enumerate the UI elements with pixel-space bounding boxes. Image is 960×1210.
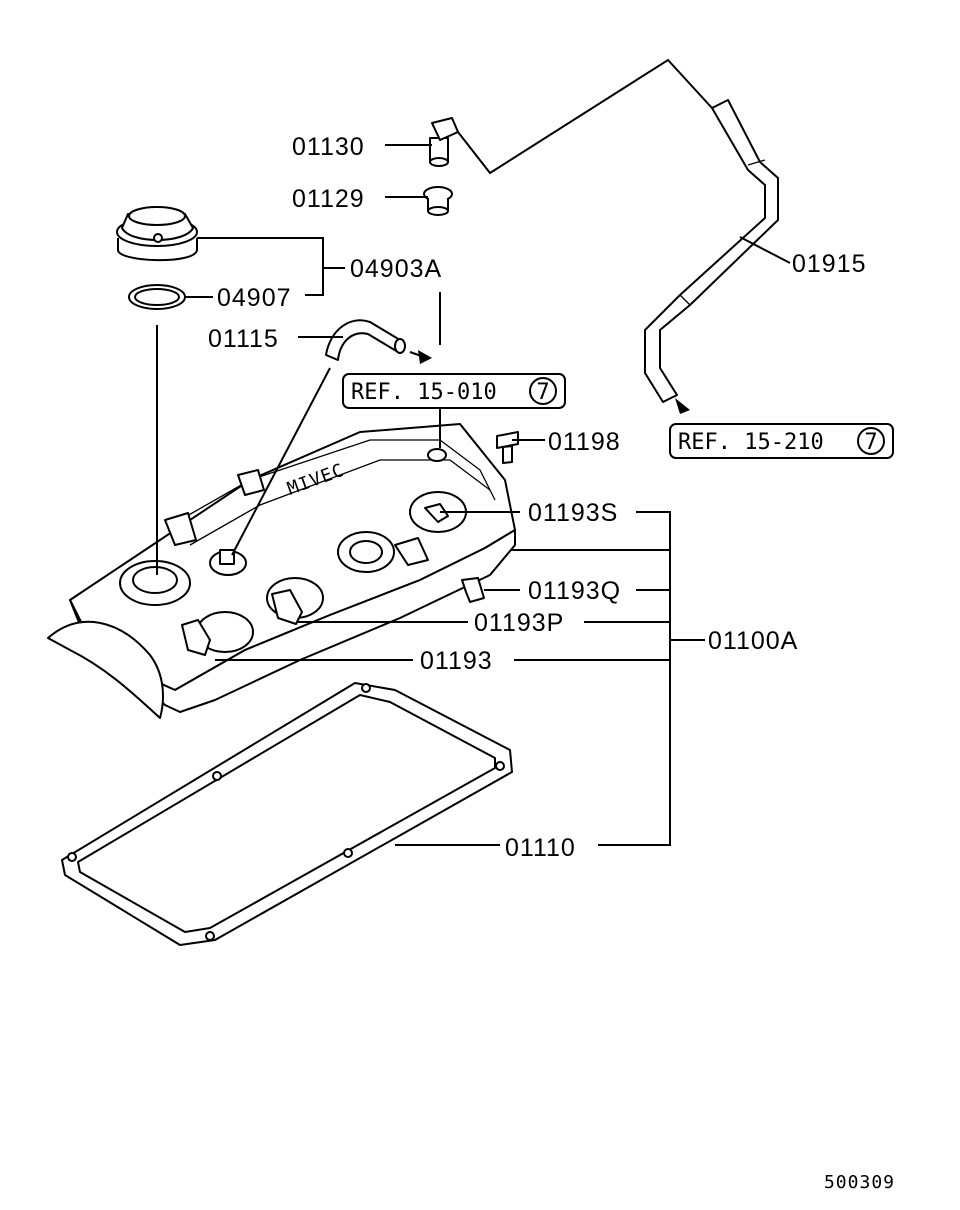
- ventilation-hose: [644, 99, 779, 403]
- bolt: [496, 431, 519, 464]
- label-01193: 01193: [420, 647, 493, 675]
- breather-hose: [325, 319, 406, 361]
- reference-number-2: 7: [864, 430, 877, 455]
- label-01110: 01110: [505, 834, 576, 862]
- leader-lines: [156, 58, 791, 846]
- label-01193q: 01193Q: [528, 577, 621, 605]
- label-04903a: 04903A: [350, 255, 442, 283]
- label-04907: 04907: [217, 284, 292, 312]
- label-01129: 01129: [292, 185, 365, 213]
- label-01193p: 01193P: [474, 609, 564, 637]
- cover-gasket: [61, 682, 513, 946]
- reference-number-1: 7: [536, 380, 549, 405]
- pcv-grommet: [423, 186, 453, 216]
- reference-text-2: REF. 15-210: [678, 430, 824, 455]
- label-01915: 01915: [792, 250, 867, 278]
- figure-code: 500309: [824, 1172, 895, 1193]
- reference-box-1: REF. 15-010 7: [342, 373, 566, 409]
- rocker-cover: MIVEC: [47, 423, 516, 719]
- label-01130: 01130: [292, 133, 365, 161]
- label-01193s: 01193S: [528, 499, 618, 527]
- oil-filler-cap: [116, 206, 198, 262]
- pcv-valve: [429, 117, 459, 167]
- label-01100a: 01100A: [708, 627, 798, 655]
- part-labels: 01130 01129 04903A 04907 01115 01915 011…: [208, 133, 867, 862]
- clip: [461, 577, 485, 603]
- reference-box-2: REF. 15-210 7: [669, 423, 894, 459]
- oil-cap-gasket: [128, 284, 186, 310]
- label-01198: 01198: [548, 428, 621, 456]
- label-01115: 01115: [208, 325, 279, 353]
- reference-text-1: REF. 15-010: [351, 380, 497, 405]
